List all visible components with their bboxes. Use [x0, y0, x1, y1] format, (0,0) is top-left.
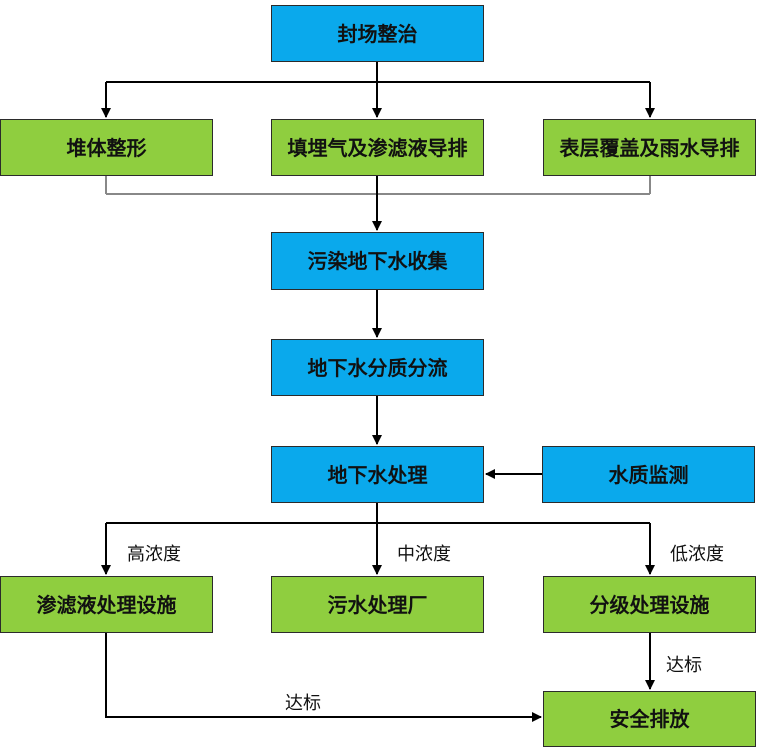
edge-label-meets-standard-bottom: 达标 — [285, 693, 321, 714]
node-leachate-facility: 渗滤液处理设施 — [0, 576, 213, 633]
node-safe-discharge: 安全排放 — [543, 691, 756, 747]
node-groundwater-treatment: 地下水处理 — [271, 446, 484, 503]
node-surface-cover-rainwater: 表层覆盖及雨水导排 — [543, 119, 756, 176]
node-groundwater-collection: 污染地下水收集 — [271, 232, 484, 290]
arrow-leachate-to-discharge — [105, 633, 542, 722]
node-quality-diversion: 地下水分质分流 — [271, 339, 484, 396]
node-graded-facility: 分级处理设施 — [543, 576, 756, 633]
edge-label-meets-standard-right: 达标 — [666, 655, 702, 676]
node-sewage-plant: 污水处理厂 — [271, 576, 484, 633]
node-site-closure: 封场整治 — [271, 5, 484, 62]
edge-label-high-concentration: 高浓度 — [127, 544, 181, 565]
node-water-monitoring: 水质监测 — [542, 446, 755, 503]
edge-label-medium-concentration: 中浓度 — [397, 544, 451, 565]
node-landfill-gas-leachate: 填埋气及渗滤液导排 — [271, 119, 484, 176]
node-pile-reshaping: 堆体整形 — [0, 119, 213, 176]
edge-label-low-concentration: 低浓度 — [670, 544, 724, 565]
